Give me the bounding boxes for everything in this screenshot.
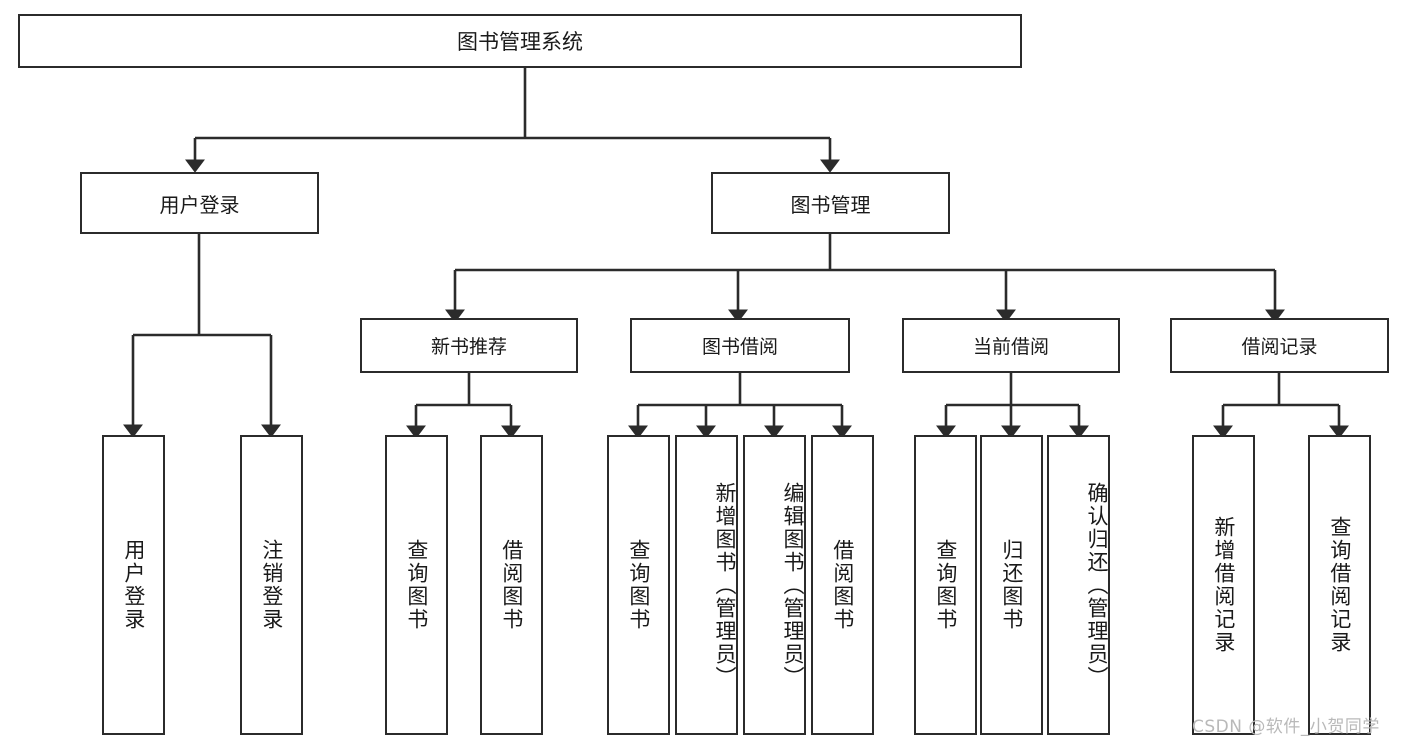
node-label: 借阅图书 [499, 539, 524, 631]
node-label: 图书管理系统 [457, 30, 583, 54]
node-book-management[interactable]: 图书管理 [711, 172, 950, 234]
node-current-borrow[interactable]: 当前借阅 [902, 318, 1120, 373]
node-label: 图书借阅 [701, 336, 778, 358]
node-label: 新增借阅记录 [1211, 516, 1236, 654]
node-label: 查询图书 [626, 539, 651, 631]
node-user-login[interactable]: 用户登录 [80, 172, 319, 234]
csdn-watermark: CSDN @软件_小贺同学 [1192, 717, 1380, 737]
node-label: 借阅记录 [1241, 336, 1318, 358]
leaf-borrow-book[interactable]: 借阅图书 [811, 435, 874, 735]
node-root-book-management-system[interactable]: 图书管理系统 [18, 14, 1022, 68]
leaf-add-book-admin[interactable]: 新增图书（管理员） [675, 435, 738, 735]
node-label: 借阅图书 [830, 539, 855, 631]
node-label: 归还图书 [999, 539, 1024, 631]
leaf-confirm-return-admin[interactable]: 确认归还（管理员） [1047, 435, 1110, 735]
leaf-query-borrow-record[interactable]: 查询借阅记录 [1308, 435, 1371, 735]
node-label: 用户登录 [159, 192, 240, 217]
leaf-edit-book-admin[interactable]: 编辑图书（管理员） [743, 435, 806, 735]
leaf-query-book-recommend[interactable]: 查询图书 [385, 435, 448, 735]
leaf-return-book[interactable]: 归还图书 [980, 435, 1043, 735]
leaf-add-borrow-record[interactable]: 新增借阅记录 [1192, 435, 1255, 735]
node-new-book-recommend[interactable]: 新书推荐 [360, 318, 578, 373]
leaf-user-login[interactable]: 用户登录 [102, 435, 165, 735]
node-label: 图书管理 [790, 192, 871, 217]
node-book-borrow[interactable]: 图书借阅 [630, 318, 850, 373]
node-label: 查询借阅记录 [1327, 516, 1352, 654]
leaf-query-book-borrow[interactable]: 查询图书 [607, 435, 670, 735]
node-label: 当前借阅 [972, 336, 1049, 358]
node-label: 注销登录 [259, 539, 284, 631]
node-label: 查询图书 [933, 539, 958, 631]
node-label: 查询图书 [404, 539, 429, 631]
leaf-borrow-book-recommend[interactable]: 借阅图书 [480, 435, 543, 735]
leaf-query-book-current[interactable]: 查询图书 [914, 435, 977, 735]
node-label: 新增图书（管理员） [713, 481, 737, 689]
node-borrow-record[interactable]: 借阅记录 [1170, 318, 1389, 373]
leaf-logout-login[interactable]: 注销登录 [240, 435, 303, 735]
node-label: 编辑图书（管理员） [781, 481, 805, 689]
node-label: 用户登录 [121, 539, 146, 631]
node-label: 确认归还（管理员） [1085, 481, 1109, 689]
node-label: 新书推荐 [430, 336, 507, 358]
